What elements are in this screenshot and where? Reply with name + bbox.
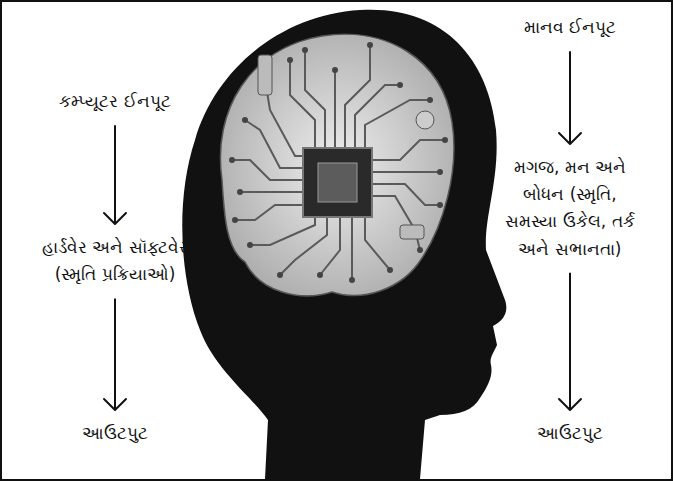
text-node: કમ્પ્યૂટર ઈનપૂટ — [40, 86, 190, 117]
node-text: આઉટપુટ — [40, 420, 190, 447]
node-text: માનવ ઈનપૂટ — [500, 14, 640, 41]
node-text: આઉટપુટ — [500, 420, 640, 447]
chip — [303, 148, 372, 217]
arrow-connector — [104, 125, 126, 224]
text-node: આઉટપુટ — [40, 418, 190, 449]
node-text: હાર્ડવેર અને સૉફ્ટવેર (સ્મૃતિ પ્રક્રિયાઓ… — [40, 234, 190, 288]
arrow-connector — [104, 298, 126, 410]
arrow-connector — [559, 51, 581, 144]
node-text: કમ્પ્યૂટર ઈનપૂટ — [40, 88, 190, 115]
head-silhouette — [182, 10, 506, 479]
node-text: મગજ, મન અને બોધન (સ્મૃતિ, સમસ્યા ઉકેલ, ત… — [500, 154, 640, 263]
circuit-brain — [220, 34, 454, 296]
text-node: માનવ ઈનપૂટ — [500, 12, 640, 43]
text-node: હાર્ડવેર અને સૉફ્ટવેર (સ્મૃતિ પ્રક્રિયાઓ… — [40, 232, 190, 290]
arrow-connector — [559, 273, 581, 410]
text-node: આઉટપુટ — [500, 418, 640, 449]
text-node: મગજ, મન અને બોધન (સ્મૃતિ, સમસ્યા ઉકેલ, ત… — [500, 152, 640, 265]
